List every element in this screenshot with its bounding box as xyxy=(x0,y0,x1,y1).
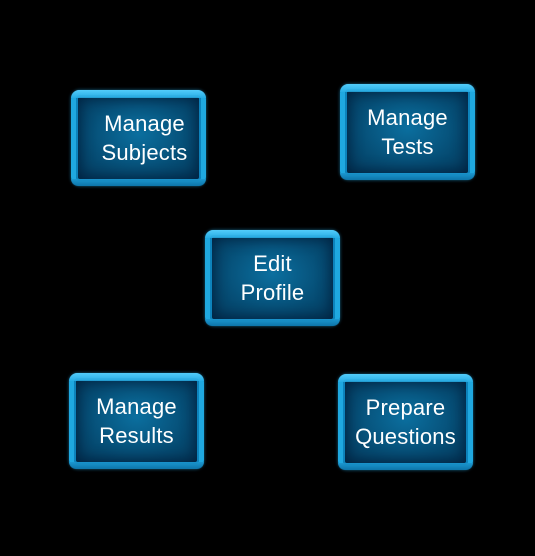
manage-results-button[interactable]: Manage Results xyxy=(69,373,204,469)
manage-results-label: Manage Results xyxy=(96,394,177,448)
manage-subjects-button[interactable]: Manage Subjects xyxy=(71,90,206,186)
prepare-questions-label: Prepare Questions xyxy=(355,395,456,449)
manage-subjects-label: Manage Subjects xyxy=(101,111,188,165)
edit-profile-button[interactable]: Edit Profile xyxy=(205,230,340,326)
manage-tests-label: Manage Tests xyxy=(367,105,448,159)
prepare-questions-button[interactable]: Prepare Questions xyxy=(338,374,473,470)
manage-tests-button[interactable]: Manage Tests xyxy=(340,84,475,180)
edit-profile-label: Edit Profile xyxy=(240,251,305,305)
